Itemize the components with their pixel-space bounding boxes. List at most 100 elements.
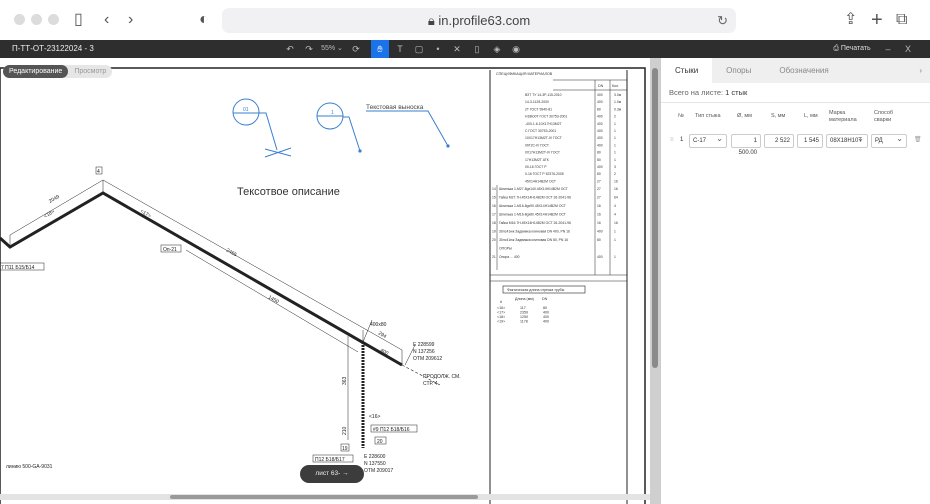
drawing-label: СПЕЦИФИКАЦИЯ МАТЕРИАЛОВ bbox=[496, 72, 553, 76]
window-controls[interactable] bbox=[14, 14, 59, 25]
delete-icon[interactable]: 🗑︎ bbox=[914, 137, 922, 143]
horizontal-scrollbar[interactable] bbox=[0, 494, 650, 500]
drawing-label: E 228599 bbox=[413, 342, 435, 348]
drawing-label: 1450 bbox=[267, 295, 280, 306]
tabs-icon[interactable]: ⧉ bbox=[896, 11, 908, 28]
spec-row-qty: 1 bbox=[614, 158, 616, 162]
spec-row-dn: 400 bbox=[597, 93, 603, 97]
chevron-right-icon[interactable]: › bbox=[919, 66, 922, 75]
vertical-scrollbar[interactable] bbox=[650, 58, 660, 504]
drawing-label: 400 bbox=[379, 348, 389, 357]
tab-supports[interactable]: Опоры bbox=[726, 66, 752, 75]
cross-tool-icon[interactable]: ✕ bbox=[453, 44, 461, 54]
drawing-label: <17> bbox=[139, 209, 152, 220]
spec-row-qty: 16 bbox=[614, 179, 618, 183]
spec-row-num: 14 bbox=[492, 187, 496, 191]
rectangle-tool-icon[interactable]: ▯ bbox=[474, 44, 480, 54]
spec-row-text: 2Т ГОСТ 9940-81 bbox=[525, 107, 552, 111]
drawing-label: 20 bbox=[377, 439, 383, 445]
spec-row-qty: 1 bbox=[614, 129, 616, 133]
spec-row-text: Шпилька 1-М16-8gx90.45Х14Н14В2М ОСТ bbox=[499, 204, 566, 208]
spec-row-qty: 2 bbox=[614, 172, 616, 176]
spec-row-text: Шпилька 1-М16-8gx80.45Х14Н14В2М ОСТ bbox=[499, 213, 566, 217]
spec-row-dn: 80 bbox=[597, 158, 601, 162]
spec-row-text: Гайка М27.7Н.45Х14Н14В2М ОСТ 26-2041-96 bbox=[499, 196, 571, 200]
close-button[interactable]: X bbox=[904, 44, 911, 54]
eye-icon[interactable]: ◉ bbox=[512, 44, 520, 54]
drawing-label: ОТМ 209017 bbox=[364, 468, 393, 474]
address-bar[interactable]: 🔒︎ in.profile63.com↻ bbox=[222, 8, 736, 33]
spec-row-num: 20 bbox=[492, 238, 496, 242]
new-tab-icon[interactable]: + bbox=[871, 9, 883, 31]
share-icon[interactable]: ⇪ bbox=[844, 11, 858, 28]
forward-icon[interactable]: › bbox=[128, 11, 134, 28]
spec-row-qty: 1 bbox=[614, 238, 616, 242]
spec-row-dn: 27 bbox=[597, 187, 601, 191]
mode-view[interactable]: Просмотр bbox=[74, 68, 107, 75]
spec-row-dn: 27 bbox=[597, 196, 601, 200]
hand-tool-icon[interactable]: ✋︎ bbox=[371, 40, 389, 58]
spec-row-qty: 1 bbox=[614, 143, 616, 147]
pipe-route bbox=[0, 191, 403, 367]
length-input[interactable]: 1 545 bbox=[797, 134, 823, 148]
spec-row-text: ВЗТ ТУ 14-3Р-115-2010 bbox=[525, 93, 562, 97]
joint-type-select[interactable]: С-17 bbox=[689, 133, 727, 148]
undo-icon[interactable]: ↶ bbox=[286, 44, 294, 54]
tab-designations[interactable]: Обозначения bbox=[779, 66, 829, 75]
spec-row-text: 45Х14Н14В2М ОСТ bbox=[525, 179, 556, 183]
thickness-input[interactable]: 2 522 bbox=[764, 134, 794, 148]
spec-row-dn: 80 bbox=[597, 238, 601, 242]
dot-tool-icon[interactable]: • bbox=[436, 44, 440, 54]
tab-joints[interactable]: Стыки bbox=[661, 58, 713, 83]
spec-row-qty: 1 bbox=[614, 122, 616, 126]
sidebar-icon[interactable]: ▯ bbox=[74, 11, 83, 28]
drawing-label: 19 bbox=[342, 446, 348, 452]
drawing-canvas[interactable]: 01 1 Текстовая выноска Тексотвое описани… bbox=[0, 58, 650, 504]
drawing-label: <16> bbox=[369, 414, 380, 420]
fill-tool-icon[interactable]: ◈ bbox=[493, 44, 501, 54]
spec-row-qty: 64 bbox=[614, 196, 618, 200]
spec-row-dn: 400 bbox=[597, 143, 603, 147]
spec-row-dn: 16 bbox=[597, 221, 601, 225]
next-sheet-button[interactable]: лист 63- → bbox=[300, 465, 364, 483]
balloon-label[interactable]: 1 bbox=[331, 110, 334, 116]
text-description[interactable]: Тексотвое описание bbox=[237, 186, 340, 198]
mode-toggle[interactable]: Редактирование Просмотр bbox=[3, 65, 113, 78]
viewer-toolbar: П-ТТ-ОТ-23122024 - 3 ↶ ↷ 55% ⌄ ⟳ ✋︎ T ▢ … bbox=[0, 40, 930, 58]
balloon-label[interactable]: 01 bbox=[243, 107, 249, 113]
minimize-button[interactable]: – bbox=[885, 44, 891, 54]
text-tool-icon[interactable]: T bbox=[397, 44, 403, 54]
back-icon[interactable]: ‹ bbox=[104, 11, 110, 28]
cut-row-num: <18> bbox=[497, 315, 505, 319]
cut-row-length: 1178 bbox=[520, 320, 528, 324]
print-button[interactable]: ⎙ Печатать bbox=[833, 45, 871, 52]
rotate-icon[interactable]: ⟳ bbox=[352, 44, 360, 54]
drawing-label: DN bbox=[598, 84, 604, 88]
spec-row-text: 00-16 ГОСТ Р bbox=[525, 165, 547, 169]
redo-icon[interactable]: ↷ bbox=[305, 44, 313, 54]
material-select[interactable]: 08Х18Н10Т bbox=[826, 133, 868, 148]
diameter-input[interactable]: 1 500.00 bbox=[731, 134, 761, 156]
spec-row-text: 0Х17Н13М2Т-IV ГОСТ bbox=[525, 151, 560, 155]
spec-table: СПЕЦИФИКАЦИЯ МАТЕРИАЛОВ DN Кол. bbox=[496, 72, 619, 88]
cut-row-dn: 400 bbox=[543, 320, 549, 324]
drawing-viewer[interactable]: Редактирование Просмотр bbox=[0, 58, 660, 504]
sheet-border bbox=[0, 67, 646, 504]
drawing-label: # bbox=[500, 300, 502, 304]
drawing-label: N 137256 bbox=[413, 349, 435, 355]
drag-handle-icon[interactable]: ≡ bbox=[670, 137, 674, 143]
text-callout[interactable]: Текстовая выноска bbox=[366, 104, 424, 111]
zoom-select[interactable]: 55% ⌄ bbox=[321, 45, 343, 52]
comment-tool-icon[interactable]: ▢ bbox=[414, 44, 424, 54]
header-length: L, мм bbox=[804, 113, 818, 119]
shield-icon[interactable]: ◐ bbox=[199, 11, 209, 28]
spec-row-dn: 16 bbox=[597, 213, 601, 217]
spec-row-qty: 1 bbox=[614, 151, 616, 155]
reload-icon[interactable]: ↻ bbox=[717, 13, 728, 28]
spec-row-num: 18 bbox=[492, 221, 496, 225]
weld-method-select[interactable]: РД bbox=[871, 133, 907, 148]
spec-row-qty: 1 bbox=[614, 230, 616, 234]
header-weld: Способ сварки bbox=[874, 110, 894, 123]
cut-row-length: 117 bbox=[520, 306, 526, 310]
mode-edit[interactable]: Редактирование bbox=[3, 65, 69, 78]
